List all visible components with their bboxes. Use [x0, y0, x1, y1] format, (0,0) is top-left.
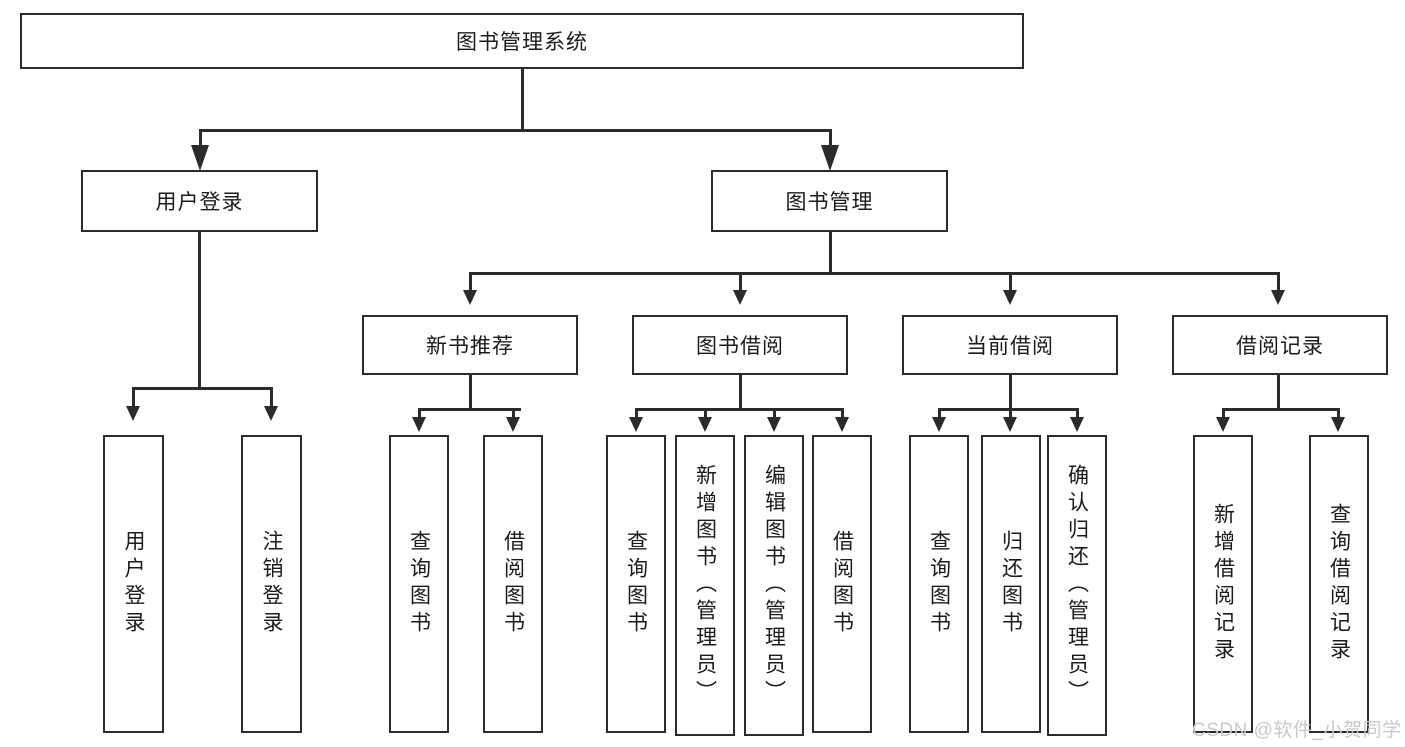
leaf-confirm-return-admin[interactable]: 确认归还（管理员） — [1047, 435, 1107, 736]
arrow-bm-to-current-borrow — [1003, 290, 1017, 305]
arrow-root-to-book-management — [821, 145, 839, 171]
node-label: 当前借阅 — [966, 335, 1054, 358]
node-book-management[interactable]: 图书管理 — [711, 170, 948, 232]
leaf-add-book-admin[interactable]: 新增图书（管理员） — [675, 435, 735, 736]
connector-user-login-leaf2 — [270, 387, 273, 409]
connector-nbr-down — [469, 375, 472, 409]
connector-bb-leaf4 — [841, 408, 844, 419]
node-label: 新书推荐 — [426, 335, 514, 358]
connector-nbr-leaf1 — [418, 408, 421, 419]
leaf-query-book-cb[interactable]: 查询图书 — [909, 435, 969, 733]
connector-root-down — [521, 69, 524, 130]
connector-bb-down — [739, 375, 742, 409]
leaf-return-book[interactable]: 归还图书 — [981, 435, 1041, 733]
node-label: 新增图书（管理员） — [693, 464, 717, 707]
arrow-user-login-leaf2 — [264, 406, 278, 421]
connector-bm-to-current-borrow — [1009, 272, 1012, 292]
connector-cb-bus — [938, 408, 1078, 411]
connector-cb-leaf2 — [1009, 408, 1012, 419]
arrow-br-leaf1 — [1216, 417, 1230, 432]
arrow-bb-leaf2 — [698, 417, 712, 432]
connector-cb-leaf3 — [1076, 408, 1079, 419]
connector-bm-to-borrow-record — [1277, 272, 1280, 292]
node-label: 借阅记录 — [1236, 335, 1324, 358]
connector-br-leaf1 — [1222, 408, 1225, 419]
node-label: 借阅图书 — [830, 530, 854, 638]
connector-cb-down — [1009, 375, 1012, 409]
arrow-bb-leaf3 — [767, 417, 781, 432]
arrow-bb-leaf1 — [629, 417, 643, 432]
node-label: 查询图书 — [407, 530, 431, 638]
node-label: 查询图书 — [624, 530, 648, 638]
node-label: 确认归还（管理员） — [1065, 464, 1089, 707]
leaf-add-borrow-record[interactable]: 新增借阅记录 — [1193, 435, 1253, 733]
node-label: 查询借阅记录 — [1327, 503, 1351, 665]
node-label: 图书借阅 — [696, 335, 784, 358]
leaf-query-book-nbr[interactable]: 查询图书 — [389, 435, 449, 733]
arrow-nbr-leaf1 — [412, 417, 426, 432]
connector-bm-to-book-borrow — [739, 272, 742, 292]
node-label: 注销登录 — [260, 530, 283, 638]
arrow-cb-leaf3 — [1070, 417, 1084, 432]
node-label: 用户登录 — [155, 191, 244, 214]
node-label: 查询图书 — [927, 530, 951, 638]
connector-user-login-down — [198, 232, 201, 388]
connector-user-login-leaf1 — [132, 387, 135, 409]
connector-bb-leaf2 — [704, 408, 707, 419]
arrow-nbr-leaf2 — [506, 417, 520, 432]
connector-bb-leaf1 — [635, 408, 638, 419]
arrow-cb-leaf2 — [1003, 417, 1017, 432]
node-root-book-management-system[interactable]: 图书管理系统 — [20, 13, 1024, 69]
node-book-borrow[interactable]: 图书借阅 — [632, 315, 848, 375]
arrow-bm-to-new-book — [463, 290, 477, 305]
connector-br-bus — [1222, 408, 1339, 411]
leaf-edit-book-admin[interactable]: 编辑图书（管理员） — [744, 435, 804, 736]
connector-bb-leaf3 — [773, 408, 776, 419]
node-new-book-recommend[interactable]: 新书推荐 — [362, 315, 578, 375]
arrow-br-leaf2 — [1331, 417, 1345, 432]
node-user-login[interactable]: 用户登录 — [81, 170, 318, 232]
arrow-bb-leaf4 — [835, 417, 849, 432]
watermark-text: CSDN @软件_小贺同学 — [1192, 720, 1402, 741]
connector-bm-to-new-book — [469, 272, 472, 292]
connector-nbr-leaf2 — [512, 408, 515, 419]
connector-bb-bus — [635, 408, 843, 411]
connector-root-to-user-login — [199, 129, 202, 155]
node-label: 用户登录 — [122, 530, 145, 638]
arrow-root-to-user-login — [191, 145, 209, 171]
node-label: 图书管理系统 — [456, 31, 588, 54]
leaf-user-login[interactable]: 用户登录 — [103, 435, 164, 733]
connector-br-leaf2 — [1337, 408, 1340, 419]
leaf-logout[interactable]: 注销登录 — [241, 435, 302, 733]
node-borrow-record[interactable]: 借阅记录 — [1172, 315, 1388, 375]
arrow-bm-to-book-borrow — [733, 290, 747, 305]
node-label: 借阅图书 — [501, 530, 525, 638]
arrow-user-login-leaf1 — [126, 406, 140, 421]
node-current-borrow[interactable]: 当前借阅 — [902, 315, 1118, 375]
arrow-cb-leaf1 — [932, 417, 946, 432]
node-label: 图书管理 — [785, 191, 874, 214]
leaf-borrow-book-bb[interactable]: 借阅图书 — [812, 435, 872, 733]
connector-book-management-bus — [469, 272, 1279, 275]
connector-nbr-bus — [418, 408, 521, 411]
node-label: 编辑图书（管理员） — [762, 464, 786, 707]
node-label: 归还图书 — [999, 530, 1023, 638]
arrow-bm-to-borrow-record — [1271, 290, 1285, 305]
leaf-borrow-book-nbr[interactable]: 借阅图书 — [483, 435, 543, 733]
connector-root-bus — [199, 129, 831, 132]
leaf-query-book-bb[interactable]: 查询图书 — [606, 435, 666, 733]
connector-book-management-down — [829, 232, 832, 273]
connector-br-down — [1277, 375, 1280, 409]
node-label: 新增借阅记录 — [1211, 503, 1235, 665]
connector-root-to-book-management — [829, 129, 832, 155]
leaf-query-borrow-record[interactable]: 查询借阅记录 — [1309, 435, 1369, 733]
connector-user-login-bus — [132, 387, 271, 390]
connector-cb-leaf1 — [938, 408, 941, 419]
